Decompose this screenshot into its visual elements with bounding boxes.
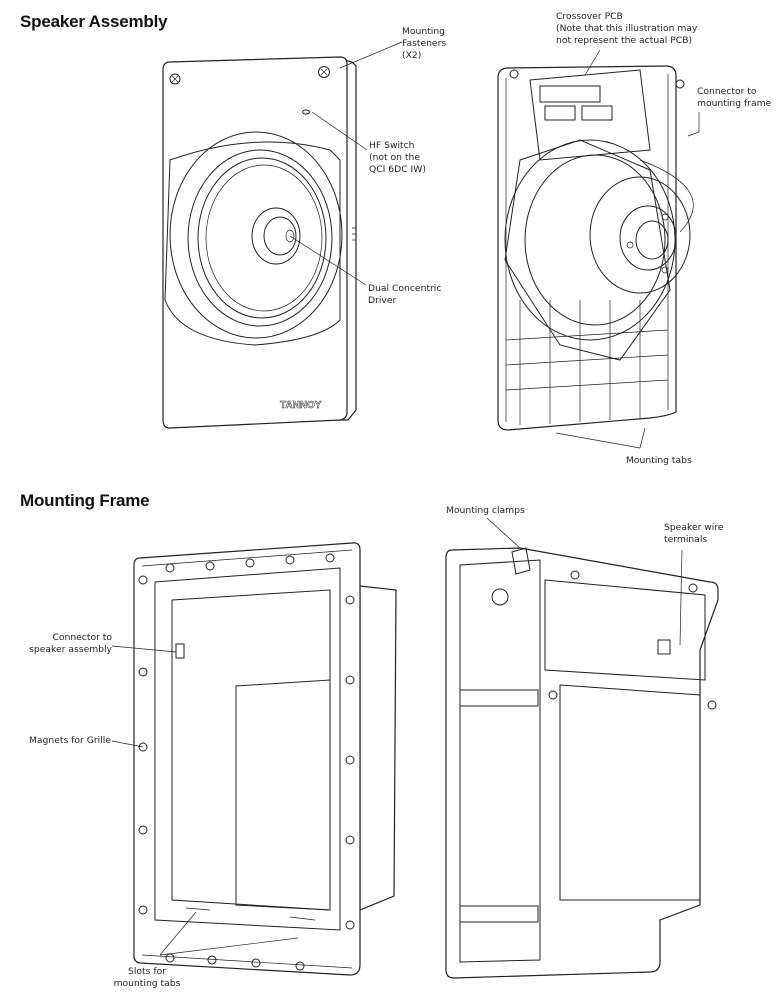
frame-front-illustration <box>133 542 397 976</box>
label-connector-mounting-frame: Connector to mounting frame <box>697 86 772 109</box>
label-mounting-clamps: Mounting clamps <box>446 505 525 516</box>
label-slots-for-mounting-tabs: Slots for mounting tabs <box>113 966 181 989</box>
label-hf-switch: HF Switch (not on the QCI 6DC IW) <box>369 140 426 175</box>
label-mounting-fasteners: Mounting Fasteners (X2) <box>402 26 447 61</box>
mounting-frame-heading: Mounting Frame <box>20 491 150 510</box>
label-speaker-wire-terminals: Speaker wire terminals <box>664 522 724 545</box>
speaker-rear-illustration <box>497 65 694 431</box>
label-mounting-tabs: Mounting tabs <box>626 455 692 466</box>
frame-rear-illustration <box>445 547 719 979</box>
label-crossover-pcb: Crossover PCB (Note that this illustrati… <box>556 11 698 46</box>
label-dual-concentric-driver: Dual Concentric Driver <box>368 283 442 306</box>
label-connector-speaker-assembly: Connector to speaker assembly <box>29 632 112 655</box>
tannoy-logo: TANNOY <box>280 400 322 411</box>
speaker-front-illustration: TANNOY <box>162 56 357 429</box>
label-magnets-for-grille: Magnets for Grille <box>29 735 111 746</box>
leader-lines <box>111 41 700 956</box>
speaker-assembly-heading: Speaker Assembly <box>20 12 168 31</box>
